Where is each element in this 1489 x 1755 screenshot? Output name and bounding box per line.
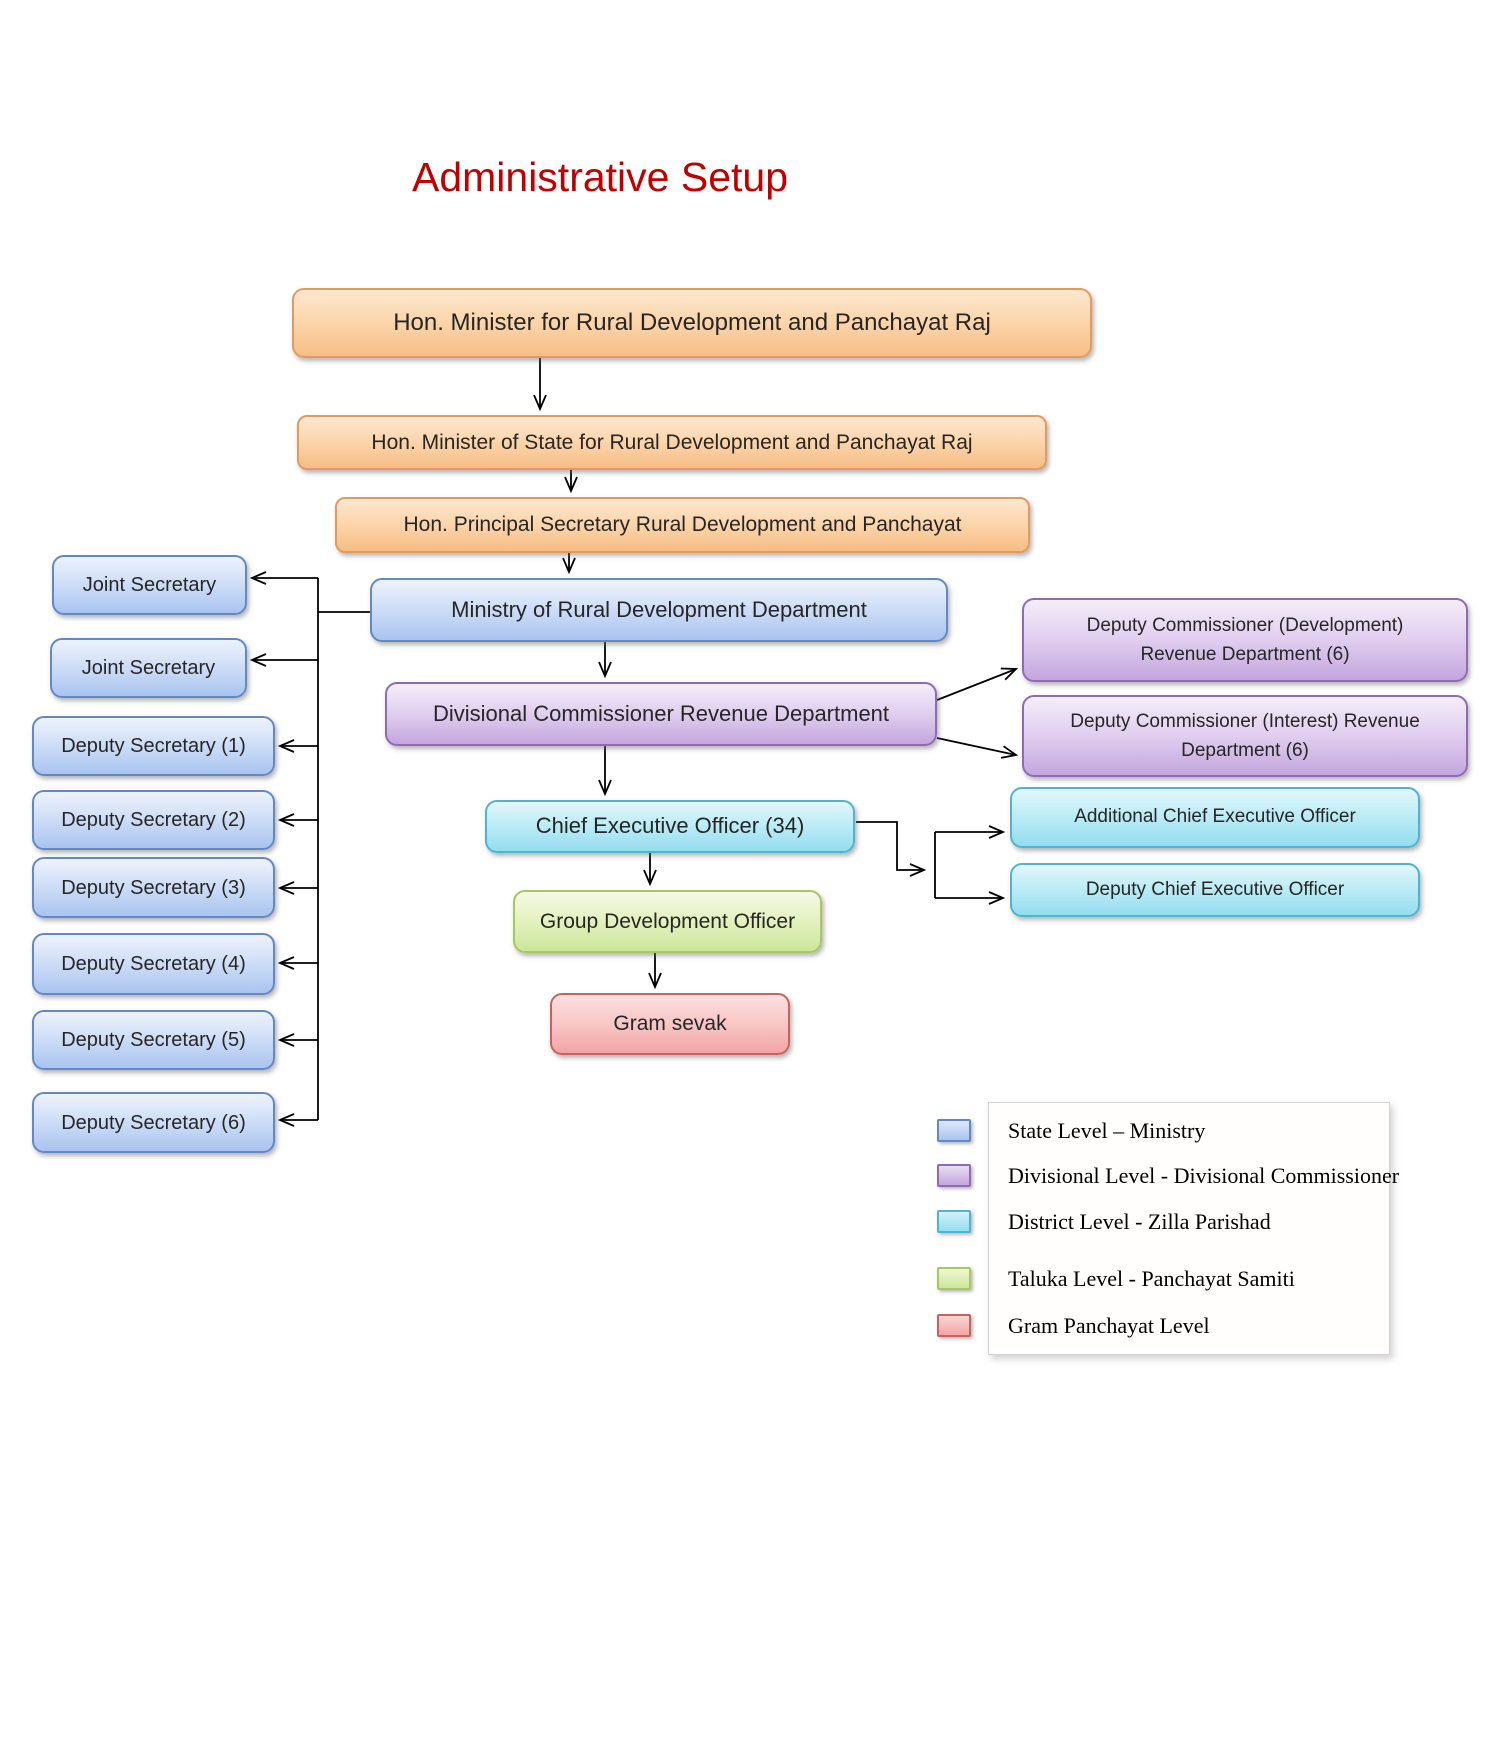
legend-swatch-taluka-level	[937, 1267, 971, 1290]
node-gram-sevak: Gram sevak	[550, 993, 790, 1055]
arrow-divisional-to-dc-development	[936, 667, 1019, 701]
legend-panel	[988, 1102, 1390, 1355]
node-deputy-secretary-6: Deputy Secretary (6)	[32, 1092, 275, 1153]
legend-label-gram-panchayat-level: Gram Panchayat Level	[1008, 1313, 1210, 1338]
node-ministry: Ministry of Rural Development Department	[370, 578, 948, 642]
legend-swatch-district-level	[937, 1210, 971, 1233]
node-deputy-commissioner-interest: Deputy Commissioner (Interest) Revenue D…	[1022, 695, 1468, 777]
node-chief-executive-officer: Chief Executive Officer (34)	[485, 800, 855, 853]
node-deputy-secretary-4: Deputy Secretary (4)	[32, 933, 275, 995]
arrow-divisional-to-dc-interest	[936, 737, 1019, 759]
legend-label-taluka-level: Taluka Level - Panchayat Samiti	[1008, 1266, 1295, 1291]
legend-label-divisional-level: Divisional Level - Divisional Commission…	[1008, 1163, 1400, 1188]
node-divisional-commissioner: Divisional Commissioner Revenue Departme…	[385, 682, 937, 746]
legend-label-state-level: State Level – Ministry	[1008, 1118, 1206, 1143]
ceo-branch-elbow	[856, 821, 927, 877]
page-title: Administrative Setup	[411, 154, 788, 200]
node-additional-chief-executive-officer: Additional Chief Executive Officer	[1010, 787, 1420, 848]
legend-swatch-gram-panchayat-level	[937, 1314, 971, 1337]
node-deputy-secretary-3: Deputy Secretary (3)	[32, 857, 275, 918]
node-minister: Hon. Minister for Rural Development and …	[292, 288, 1092, 358]
legend-swatch-state-level	[937, 1119, 971, 1142]
node-deputy-chief-executive-officer: Deputy Chief Executive Officer	[1010, 863, 1420, 917]
node-deputy-secretary-5: Deputy Secretary (5)	[32, 1010, 275, 1070]
node-deputy-secretary-1: Deputy Secretary (1)	[32, 716, 275, 776]
node-joint-secretary-2: Joint Secretary	[50, 638, 247, 698]
node-deputy-secretary-2: Deputy Secretary (2)	[32, 790, 275, 850]
legend-swatch-divisional-level	[937, 1164, 971, 1187]
node-minister-of-state: Hon. Minister of State for Rural Develop…	[297, 415, 1047, 470]
node-principal-secretary: Hon. Principal Secretary Rural Developme…	[335, 497, 1030, 553]
node-group-development-officer: Group Development Officer	[513, 890, 822, 953]
legend-label-district-level: District Level - Zilla Parishad	[1008, 1209, 1271, 1234]
node-deputy-commissioner-development: Deputy Commissioner (Development) Revenu…	[1022, 598, 1468, 682]
node-joint-secretary-1: Joint Secretary	[52, 555, 247, 615]
